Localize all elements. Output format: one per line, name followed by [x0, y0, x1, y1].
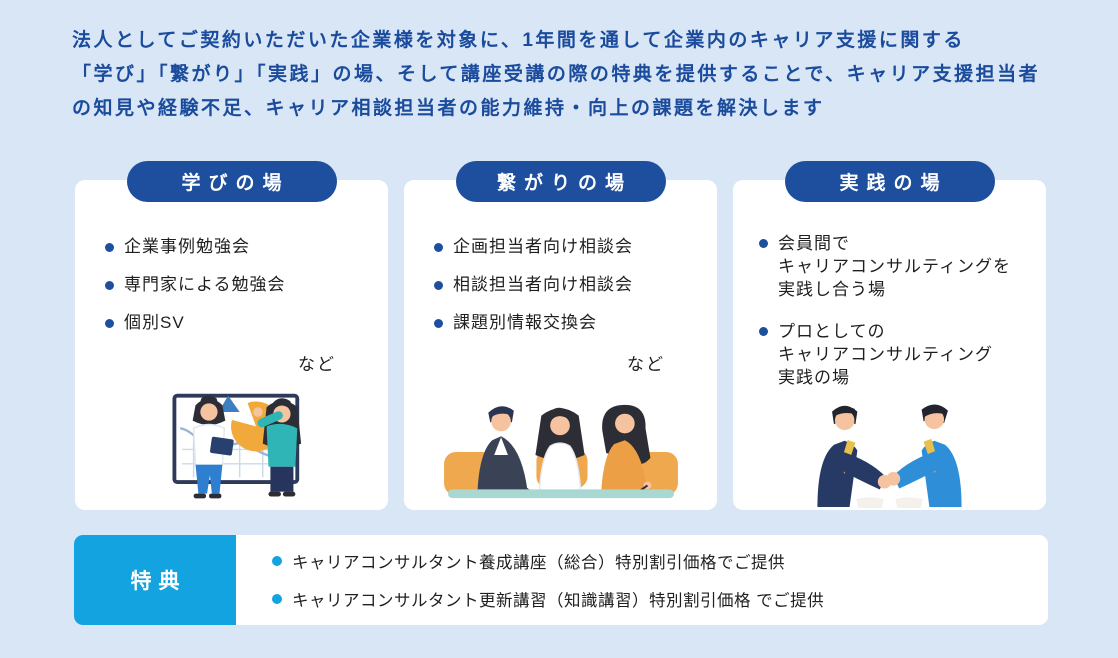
card-connection-title: 繋がりの場 [455, 161, 666, 202]
etc-label: など [298, 355, 336, 374]
learning-illustration [75, 388, 388, 508]
list-item-label: 個別SV [124, 313, 185, 332]
list-item-label: 課題別情報交換会 [453, 313, 597, 332]
card-learning: 学びの場 企業事例勉強会 専門家による勉強会 個別SV など [75, 161, 388, 510]
whiteboard-presentation-illustration [171, 393, 301, 499]
list-item-label: 企画担当者向け相談会 [453, 237, 633, 256]
intro-line: の知見や経験不足、キャリア相談担当者の能力維持・向上の課題を解決します [72, 98, 825, 119]
list-item-label: 企業事例勉強会 [124, 237, 250, 256]
bullet-dot-icon [759, 327, 768, 336]
bullet-dot-icon [434, 319, 443, 328]
list-item: 課題別情報交換会 [434, 312, 717, 333]
list-item-line: 会員間で [778, 234, 850, 253]
card-practice-title: 実践の場 [784, 161, 995, 202]
card-practice-list: 会員間で キャリアコンサルティングを 実践し合う場 プロとしての キャリアコンサ… [759, 232, 1046, 389]
list-item-label: 相談担当者向け相談会 [453, 275, 633, 294]
list-item-line: 実践の場 [778, 368, 850, 387]
intro-line: 「学び」「繋がり」「実践」の場、そして講座受講の際の特典を提供することで、キャリ… [72, 64, 1041, 85]
bullet-dot-icon [105, 319, 114, 328]
list-item-label: 会員間で キャリアコンサルティングを 実践し合う場 [778, 232, 1011, 301]
bullet-dot-icon [272, 556, 282, 566]
connection-illustration [404, 395, 717, 508]
handshake-illustration [817, 404, 962, 508]
bullet-dot-icon [272, 594, 282, 604]
list-item: 企画担当者向け相談会 [434, 236, 717, 257]
bullet-dot-icon [105, 243, 114, 252]
intro-line: 法人としてご契約いただいた企業様を対象に、1年間を通して企業内のキャリア支援に関… [72, 30, 965, 51]
list-item-line: キャリアコンサルティング [778, 345, 993, 364]
benefit-item: キャリアコンサルタント養成講座（総合）特別割引価格でご提供 [272, 549, 1048, 573]
meeting-table-illustration [443, 404, 678, 499]
card-connection-list: 企画担当者向け相談会 相談担当者向け相談会 課題別情報交換会 [434, 236, 717, 333]
list-item: 企業事例勉強会 [105, 236, 388, 257]
list-item: 個別SV [105, 312, 388, 333]
list-item: 専門家による勉強会 [105, 274, 388, 295]
cards-row: 学びの場 企業事例勉強会 専門家による勉強会 個別SV など [75, 161, 1046, 510]
bullet-dot-icon [105, 281, 114, 290]
list-item: 相談担当者向け相談会 [434, 274, 717, 295]
practice-illustration [733, 396, 1046, 508]
benefits-banner: 特典 キャリアコンサルタント養成講座（総合）特別割引価格でご提供 キャリアコンサ… [74, 535, 1048, 625]
card-practice: 実践の場 会員間で キャリアコンサルティングを 実践し合う場 プロとしての キャ… [733, 161, 1046, 510]
benefits-label: 特典 [74, 535, 236, 625]
etc-label: など [627, 355, 665, 374]
bullet-dot-icon [434, 243, 443, 252]
list-item: 会員間で キャリアコンサルティングを 実践し合う場 [759, 232, 1046, 301]
card-learning-title: 学びの場 [126, 161, 337, 202]
list-item-line: キャリアコンサルティングを [778, 257, 1011, 276]
benefits-list: キャリアコンサルタント養成講座（総合）特別割引価格でご提供 キャリアコンサルタン… [236, 535, 1048, 625]
card-learning-list: 企業事例勉強会 専門家による勉強会 個別SV [105, 236, 388, 333]
list-item-line: プロとしての [778, 322, 886, 341]
list-item: プロとしての キャリアコンサルティング 実践の場 [759, 320, 1046, 389]
bullet-dot-icon [759, 239, 768, 248]
list-item-label: 専門家による勉強会 [124, 275, 286, 294]
benefit-item: キャリアコンサルタント更新講習（知識講習）特別割引価格 でご提供 [272, 587, 1048, 611]
list-item-label: プロとしての キャリアコンサルティング 実践の場 [778, 320, 993, 389]
intro-text: 法人としてご契約いただいた企業様を対象に、1年間を通して企業内のキャリア支援に関… [72, 24, 1040, 126]
card-connection: 繋がりの場 企画担当者向け相談会 相談担当者向け相談会 課題別情報交換会 など [404, 161, 717, 510]
list-item-line: 実践し合う場 [778, 280, 886, 299]
bullet-dot-icon [434, 281, 443, 290]
benefit-item-label: キャリアコンサルタント養成講座（総合）特別割引価格でご提供 [292, 554, 785, 572]
benefit-item-label: キャリアコンサルタント更新講習（知識講習）特別割引価格 でご提供 [292, 592, 825, 610]
